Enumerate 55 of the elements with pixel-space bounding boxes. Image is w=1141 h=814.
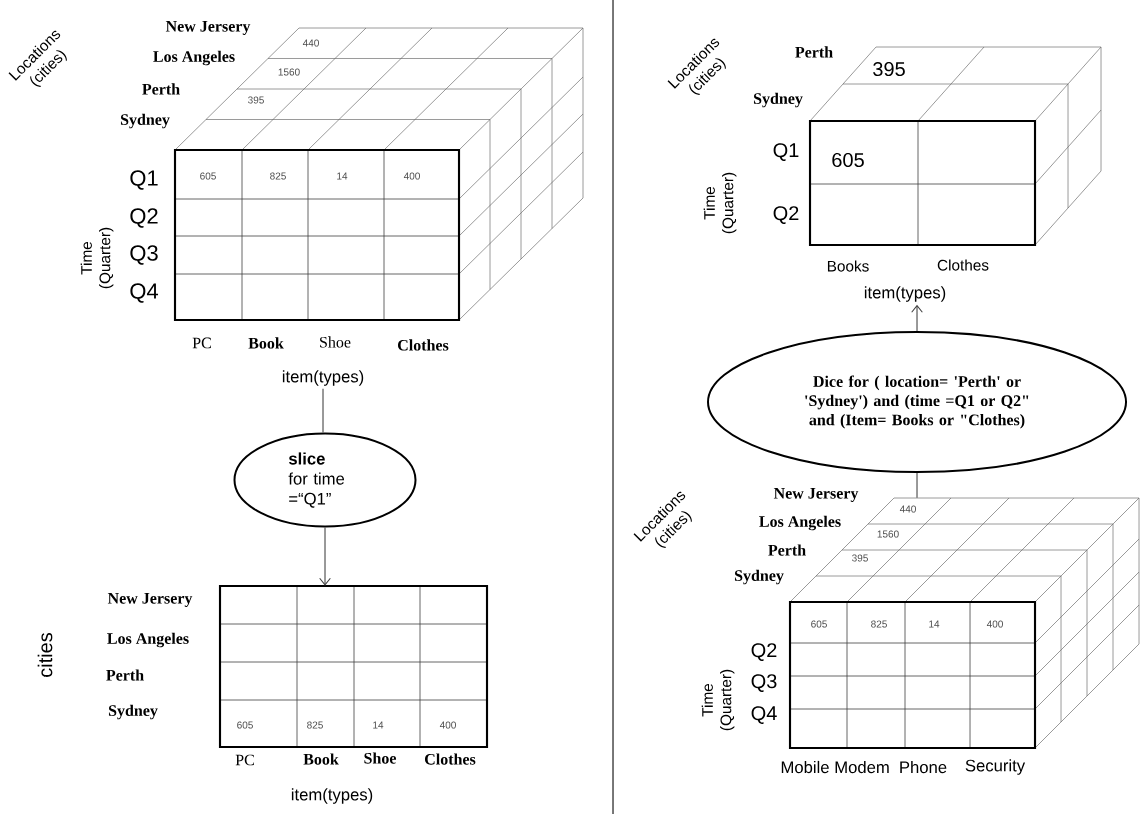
data-table — [218, 584, 489, 749]
axis-title: item(types) — [291, 788, 373, 804]
cell-value: 825 — [871, 620, 887, 628]
cell-value: 605 — [811, 620, 827, 628]
cell-value: 400 — [986, 620, 1003, 628]
cell-value: 400 — [439, 721, 456, 729]
axis-title: cities — [37, 632, 53, 677]
quarter-label: Q2 — [773, 206, 799, 224]
cell-value: 395 — [852, 554, 868, 562]
city-label: Perth — [795, 46, 833, 58]
city-label: Sydney — [753, 92, 803, 108]
item-label: Books — [827, 260, 869, 272]
cell-value: 395 — [873, 61, 905, 77]
city-label: New Jersery — [107, 593, 193, 607]
arrow — [319, 526, 331, 586]
city-label: Los Angeles — [107, 632, 189, 648]
city-label: Perth — [142, 83, 180, 95]
city-label: New Jersery — [165, 21, 251, 35]
cell-value: 825 — [307, 721, 323, 729]
cell-value: 395 — [248, 96, 264, 104]
axis-title: Time (Quarter) — [80, 227, 114, 289]
city-label: Sydney — [120, 113, 170, 129]
cell-value: 14 — [929, 620, 940, 628]
quarter-label: Q1 — [130, 170, 158, 190]
city-label: Los Angeles — [153, 50, 235, 66]
item-label: Clothes — [398, 339, 449, 351]
cell-value: 825 — [270, 172, 286, 180]
cell-value: 14 — [373, 721, 384, 729]
item-label: Clothes — [937, 259, 989, 271]
item-label: Shoe — [320, 336, 351, 348]
cell-value: 605 — [832, 152, 864, 168]
cell-value: 605 — [200, 172, 216, 180]
cell-value: 605 — [237, 721, 253, 729]
item-label: Book — [248, 337, 284, 349]
cell-value: 440 — [302, 39, 319, 47]
axis-title: item(types) — [864, 286, 946, 302]
axis-title: Time (Quarter) — [701, 669, 735, 731]
quarter-label: Q4 — [130, 283, 159, 303]
city-label: New Jersery — [773, 488, 859, 502]
axis-title: Time (Quarter) — [703, 172, 737, 234]
city-label: Perth — [768, 544, 806, 556]
cell-value: 14 — [337, 172, 348, 180]
item-label: PC — [192, 337, 211, 349]
city-label: Sydney — [108, 704, 158, 720]
city-label: Los Angeles — [759, 515, 841, 531]
quarter-label: Q2 — [130, 208, 158, 228]
cell-value: 400 — [403, 172, 420, 180]
city-label: Perth — [106, 669, 144, 681]
cell-value: 1560 — [278, 68, 300, 76]
cell-value: 440 — [899, 505, 916, 513]
quarter-label: Q3 — [130, 245, 158, 265]
cell-value: 1560 — [877, 530, 899, 538]
quarter-label: Q1 — [773, 143, 799, 161]
axis-title: item(types) — [282, 370, 364, 386]
arrow — [911, 304, 923, 332]
